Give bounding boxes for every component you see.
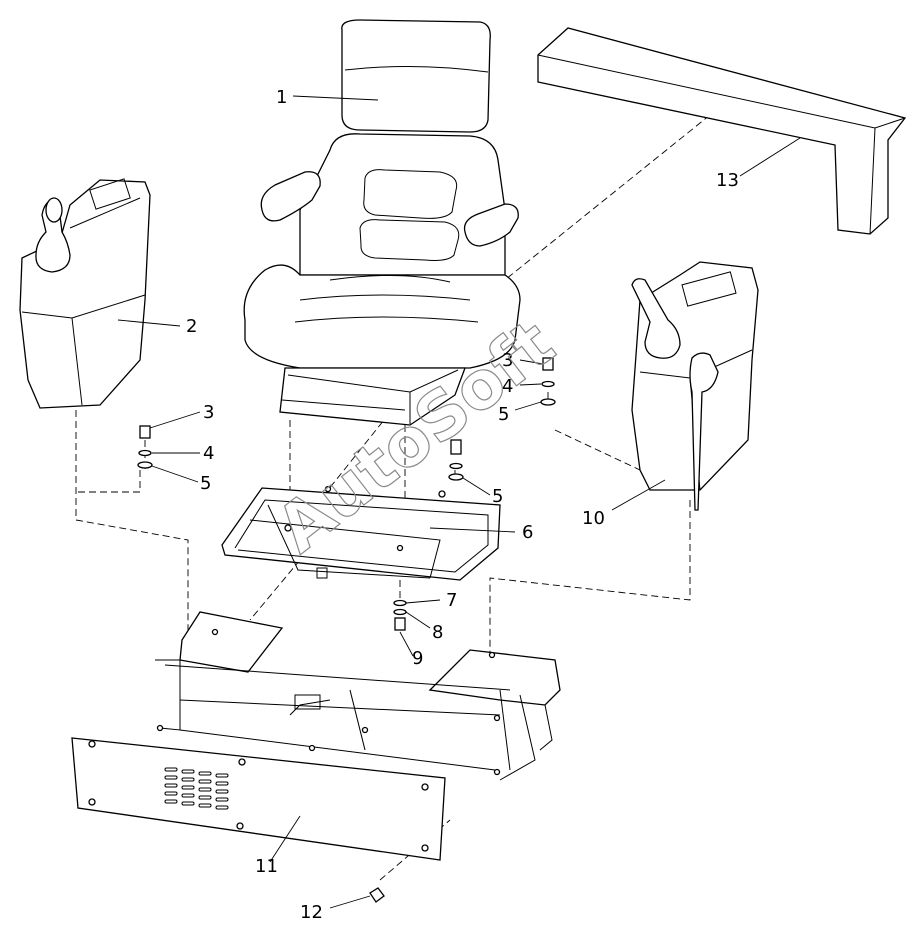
callout-3-left: 3: [203, 402, 214, 423]
callout-labels: 1 2 3 4 5 3 4 5 5 6 7 8 9 10 11 12 13: [186, 87, 739, 923]
callout-11: 11: [255, 856, 278, 877]
callout-10: 10: [582, 508, 605, 529]
fastener-stack-left: [137, 425, 153, 469]
right-joystick: [631, 278, 681, 359]
callout-6: 6: [522, 522, 533, 543]
right-lever: [689, 352, 719, 511]
callout-1: 1: [276, 87, 287, 108]
right-armrest: [463, 203, 519, 247]
callout-5-center: 5: [492, 486, 503, 507]
leader-lines: [117, 95, 801, 909]
callout-3-right: 3: [502, 350, 513, 371]
callout-7: 7: [446, 590, 457, 611]
left-armrest: [260, 171, 321, 222]
callout-2: 2: [186, 316, 197, 337]
headrest: [341, 19, 491, 133]
rear-panel-block: [537, 27, 907, 235]
callout-9: 9: [412, 648, 423, 669]
callout-4-right: 4: [502, 376, 513, 397]
callout-13: 13: [716, 170, 739, 191]
screw-12: [369, 887, 385, 903]
backrest: [299, 133, 506, 276]
callout-8: 8: [432, 622, 443, 643]
right-control-console: [631, 261, 759, 511]
vent-slots: [164, 767, 229, 810]
base-frame: [155, 611, 561, 781]
mounting-frame: [221, 485, 501, 581]
fastener-stack-lower: [393, 599, 407, 631]
seat-suspension: [279, 367, 466, 426]
left-control-console: [19, 178, 151, 409]
callout-5-right: 5: [498, 404, 509, 425]
callout-12: 12: [300, 902, 323, 923]
fastener-stack-center: [448, 439, 464, 481]
front-panel: [71, 737, 446, 861]
callout-5-left: 5: [200, 473, 211, 494]
callout-4-left: 4: [203, 443, 214, 464]
seat-assembly: [243, 19, 521, 426]
